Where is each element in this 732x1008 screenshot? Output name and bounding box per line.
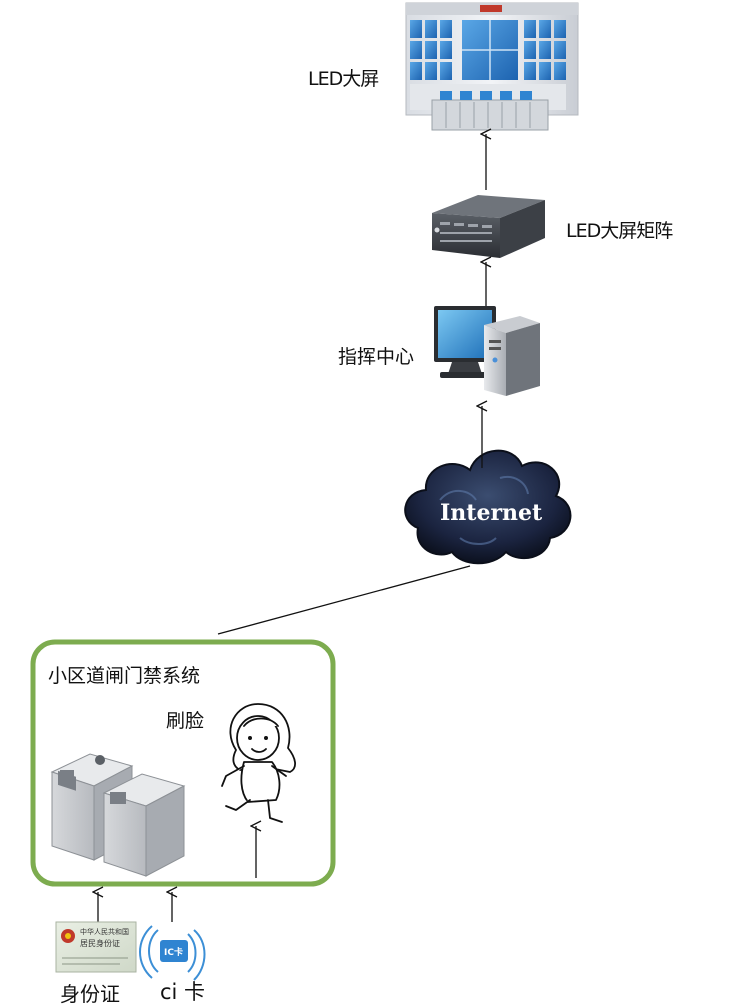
command-center-label: 指挥中心 [338, 346, 415, 368]
led-matrix-rack-icon [432, 195, 545, 258]
walking-person-icon [221, 703, 296, 823]
internet-label: Internet [440, 500, 543, 526]
turnstile-gates-icon [50, 753, 186, 877]
internet-cloud-icon [404, 449, 572, 565]
command-center-computer-icon [434, 306, 540, 396]
ic-card-label: ci 卡 [160, 980, 206, 1004]
network-link-line [217, 565, 471, 635]
led-screen-label: LED大屏 [308, 68, 379, 90]
id-card-title-1: 中华人民共和国 [80, 927, 129, 936]
system-title: 小区道闸门禁系统 [48, 665, 201, 687]
ic-card-text: IC卡 [164, 946, 183, 958]
id-card-label: 身份证 [60, 982, 120, 1006]
id-card-title-2: 居民身份证 [80, 938, 120, 948]
face-recognition-label: 刷脸 [166, 710, 205, 732]
id-card-icon: 中华人民共和国 居民身份证 [55, 921, 137, 973]
led-screen-building-icon [405, 2, 579, 131]
gate-system-box [30, 639, 336, 887]
ic-card-icon: IC卡 [139, 925, 206, 981]
led-matrix-label: LED大屏矩阵 [566, 220, 673, 242]
